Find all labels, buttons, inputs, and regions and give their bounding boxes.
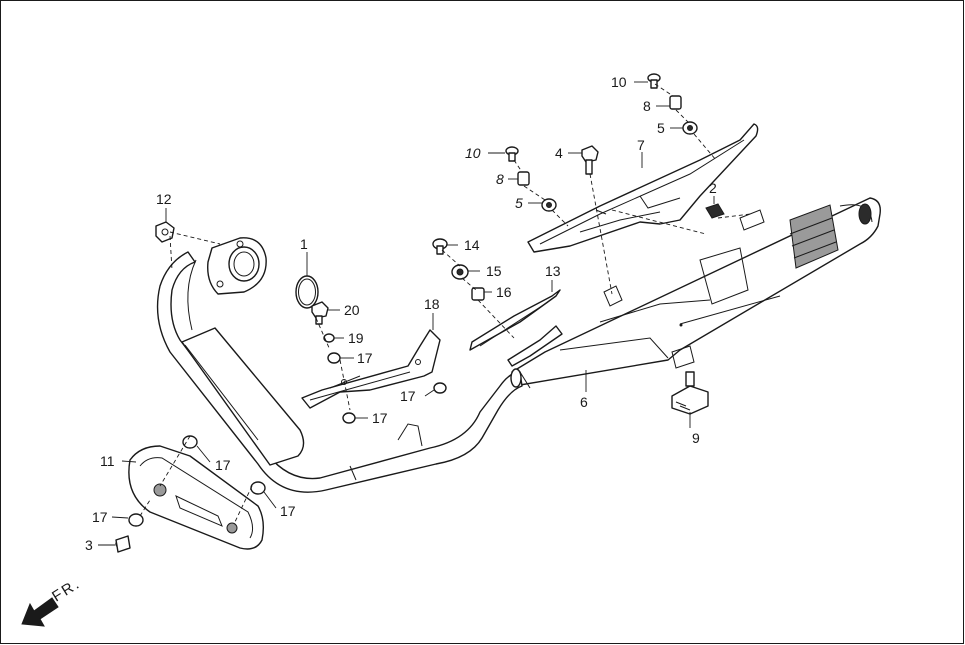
callout-14: 14 <box>464 237 480 253</box>
callout-7: 7 <box>637 137 645 153</box>
bolt-10-part <box>505 73 661 162</box>
callout-5b: 5 <box>657 120 665 136</box>
bolt-14-part <box>432 238 448 255</box>
callout-17b: 17 <box>400 388 416 404</box>
rubber-15-part <box>451 264 469 280</box>
front-direction-indicator: FR. <box>21 575 84 627</box>
callout-1: 1 <box>300 236 308 252</box>
cover-plate-part <box>469 289 563 367</box>
dashed-guide-lines <box>139 83 751 525</box>
grommet-17-part <box>128 352 447 527</box>
callout-17f: 17 <box>92 509 108 525</box>
callout-15: 15 <box>486 263 502 279</box>
leader-lines <box>98 81 715 546</box>
front-label: FR. <box>49 575 84 605</box>
bracket-part <box>301 329 441 409</box>
callout-18: 18 <box>424 296 440 312</box>
bolt-3-part <box>115 535 131 553</box>
bolt-20-part <box>311 301 329 325</box>
callout-17d: 17 <box>215 457 231 473</box>
callout-10b: 10 <box>611 74 627 90</box>
sensor-part <box>671 371 709 415</box>
exhaust-flange-part <box>207 237 267 295</box>
arrow-down-left-icon <box>21 597 59 627</box>
heat-shield-part <box>128 445 265 550</box>
callout-6: 6 <box>580 394 588 410</box>
callout-2: 2 <box>709 180 717 196</box>
callout-5a: 5 <box>515 195 523 211</box>
callout-10a: 10 <box>465 145 481 161</box>
callout-17a: 17 <box>357 350 373 366</box>
callout-13: 13 <box>545 263 561 279</box>
callout-17e: 17 <box>280 503 296 519</box>
callout-8a: 8 <box>496 171 504 187</box>
callout-11: 11 <box>100 453 115 469</box>
muffler-part <box>511 197 881 389</box>
callout-4: 4 <box>555 145 563 161</box>
collar-8-part <box>517 95 682 186</box>
callout-9: 9 <box>692 430 700 446</box>
callout-labels: 1 2 3 4 5 5 6 7 8 8 9 10 10 11 12 13 14 … <box>85 74 717 553</box>
bolt-4-part <box>581 145 599 175</box>
exhaust-pipe-part <box>156 251 523 493</box>
callout-12: 12 <box>156 191 172 207</box>
gasket-1-part <box>295 275 319 309</box>
callout-19: 19 <box>348 330 364 346</box>
callout-16: 16 <box>496 284 512 300</box>
clip-2-part <box>705 203 725 219</box>
heat-cover-part <box>527 123 759 253</box>
callout-3: 3 <box>85 537 93 553</box>
callout-20: 20 <box>344 302 360 318</box>
callout-8b: 8 <box>643 98 651 114</box>
collar-16-part <box>471 287 485 301</box>
callout-17c: 17 <box>372 410 388 426</box>
